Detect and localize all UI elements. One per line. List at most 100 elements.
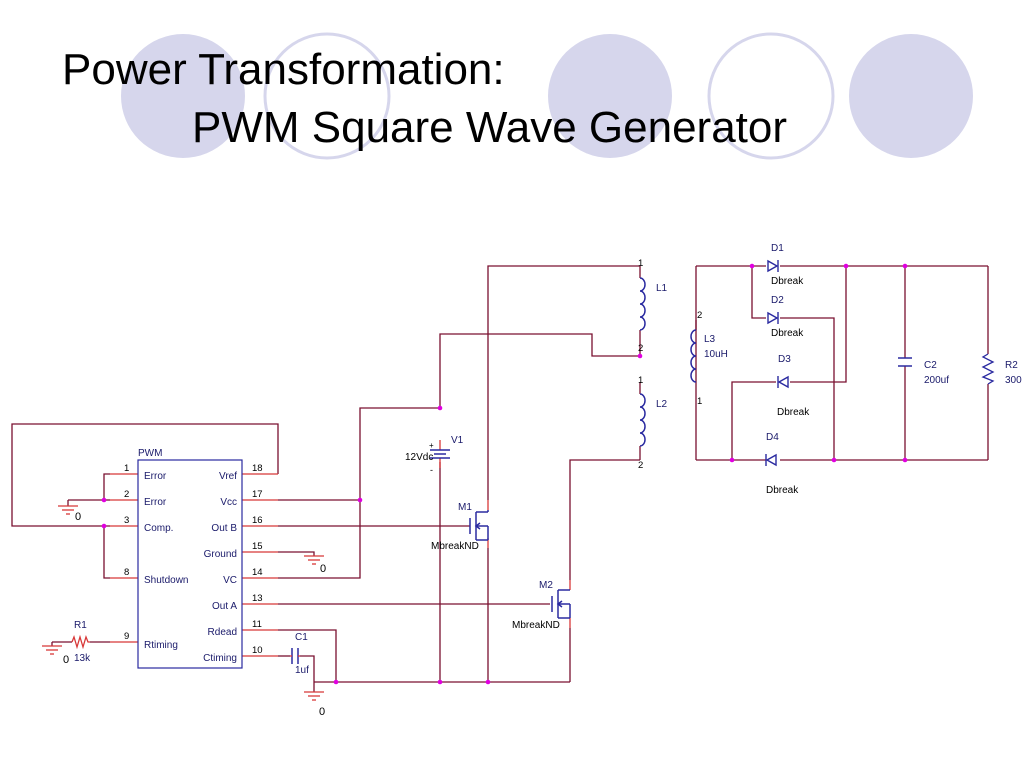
junction-dot <box>333 679 339 685</box>
junction-dot <box>357 497 363 503</box>
c1-name: C1 <box>295 632 308 643</box>
r1-value: 13k <box>74 653 91 664</box>
inductor-l1 <box>639 277 646 331</box>
d2-model: Dbreak <box>771 328 804 339</box>
l2-name: L2 <box>656 399 668 410</box>
c2-value: 200uf <box>924 375 949 386</box>
slide-title-line-1: Power Transformation: <box>62 45 505 94</box>
l2-pin-a: 1 <box>638 375 643 386</box>
pwm-pin18-label: Vref <box>219 471 237 482</box>
inductor-l3 <box>690 320 697 383</box>
l1-pin-a: 1 <box>638 258 643 269</box>
pwm-pin14-label: VC <box>223 575 237 586</box>
ground-symbol-pin15 <box>304 555 324 565</box>
resistor-r1: R1 13k <box>71 620 91 664</box>
d4-model: Dbreak <box>766 485 799 496</box>
pwm-pin18-num: 18 <box>252 463 263 474</box>
l2-pin-b: 2 <box>638 460 643 471</box>
m1-name: M1 <box>458 502 472 513</box>
l1-name: L1 <box>656 283 668 294</box>
pwm-pin16-label: Out B <box>211 523 237 534</box>
ground-symbol-pin2 <box>58 505 78 515</box>
decor-circle-4 <box>707 32 835 160</box>
pwm-pin3-label: Comp. <box>144 523 173 534</box>
v1-name: V1 <box>451 435 464 446</box>
r1-name: R1 <box>74 620 87 631</box>
junction-dot <box>101 497 107 503</box>
pwm-pin11-num: 11 <box>252 619 262 630</box>
junction-dot <box>437 679 443 685</box>
c1-value: 1uf <box>295 665 309 676</box>
diode-d2 <box>767 311 779 325</box>
pwm-pin1-label: Error <box>144 471 167 482</box>
title-decoration <box>121 32 973 160</box>
ground-label-r1: 0 <box>63 654 69 666</box>
m2-model: MbreakND <box>512 620 560 631</box>
ground-label-pin2: 0 <box>75 511 81 523</box>
pwm-pin3-num: 3 <box>124 515 129 526</box>
voltage-source-v1: V1 12Vdc + - <box>405 435 464 475</box>
c2-name: C2 <box>924 360 937 371</box>
d1-name: D1 <box>771 243 784 254</box>
r2-value: 300 <box>1005 375 1022 386</box>
v1-plus: + <box>429 441 434 450</box>
pwm-pin10-num: 10 <box>252 645 263 656</box>
diode-d3 <box>777 375 789 389</box>
junction-dot <box>902 457 908 463</box>
decor-circle-2 <box>263 32 391 160</box>
diode-d4 <box>765 453 777 467</box>
wires <box>11 265 989 692</box>
slide-title-line-2: PWM Square Wave Generator <box>192 103 788 152</box>
pwm-ic: PWM Error Error Comp. Shutdown Rtiming V… <box>124 448 263 669</box>
pwm-pin15-label: Ground <box>204 549 237 560</box>
l3-name: L3 <box>704 334 716 345</box>
m1-model: MbreakND <box>431 541 479 552</box>
d3-name: D3 <box>778 354 791 365</box>
pwm-pin1-num: 1 <box>124 463 129 474</box>
capacitor-c1: C1 1uf <box>290 632 309 676</box>
pwm-pin9-num: 9 <box>124 631 129 642</box>
junction-dot <box>831 457 837 463</box>
junction-dot <box>637 353 643 359</box>
pwm-pin10-label: Ctiming <box>203 653 237 664</box>
pwm-pin9-label: Rtiming <box>144 640 178 651</box>
pwm-pin17-label: Vcc <box>220 497 237 508</box>
decor-circle-5 <box>849 34 973 158</box>
mosfet-m2 <box>551 589 571 619</box>
ground-symbol-r1 <box>42 645 62 655</box>
r2-name: R2 <box>1005 360 1018 371</box>
pwm-ic-name: PWM <box>138 448 162 459</box>
pwm-ic-body <box>137 459 243 669</box>
resistor-r2 <box>981 353 995 385</box>
ground-symbol-rail <box>304 691 324 701</box>
junction-dot <box>729 457 735 463</box>
pwm-pin2-num: 2 <box>124 489 129 500</box>
pwm-pin16-num: 16 <box>252 515 263 526</box>
inductor-l2 <box>639 393 646 447</box>
pwm-pin8-num: 8 <box>124 567 129 578</box>
d2-name: D2 <box>771 295 784 306</box>
junction-dot <box>902 263 908 269</box>
mosfet-m1 <box>469 510 489 541</box>
pwm-pin11-label: Rdead <box>208 627 237 638</box>
v1-value: 12Vdc <box>405 452 433 463</box>
junction-dot <box>749 263 755 269</box>
diode-d1 <box>767 259 779 273</box>
pwm-pin13-num: 13 <box>252 593 263 604</box>
d3-model: Dbreak <box>777 407 810 418</box>
d1-model: Dbreak <box>771 276 804 287</box>
pin-stubs <box>110 440 571 657</box>
l3-pin-a: 2 <box>697 310 702 321</box>
d4-name: D4 <box>766 432 779 443</box>
pwm-pin15-num: 15 <box>252 541 263 552</box>
decor-circle-1 <box>121 34 245 158</box>
junction-dot <box>485 679 491 685</box>
grounds <box>42 505 324 701</box>
capacitor-c2 <box>898 357 912 367</box>
decor-circle-3 <box>548 34 672 158</box>
l3-pin-b: 1 <box>697 396 702 407</box>
l3-value: 10uH <box>704 349 728 360</box>
junction-dot <box>437 405 443 411</box>
